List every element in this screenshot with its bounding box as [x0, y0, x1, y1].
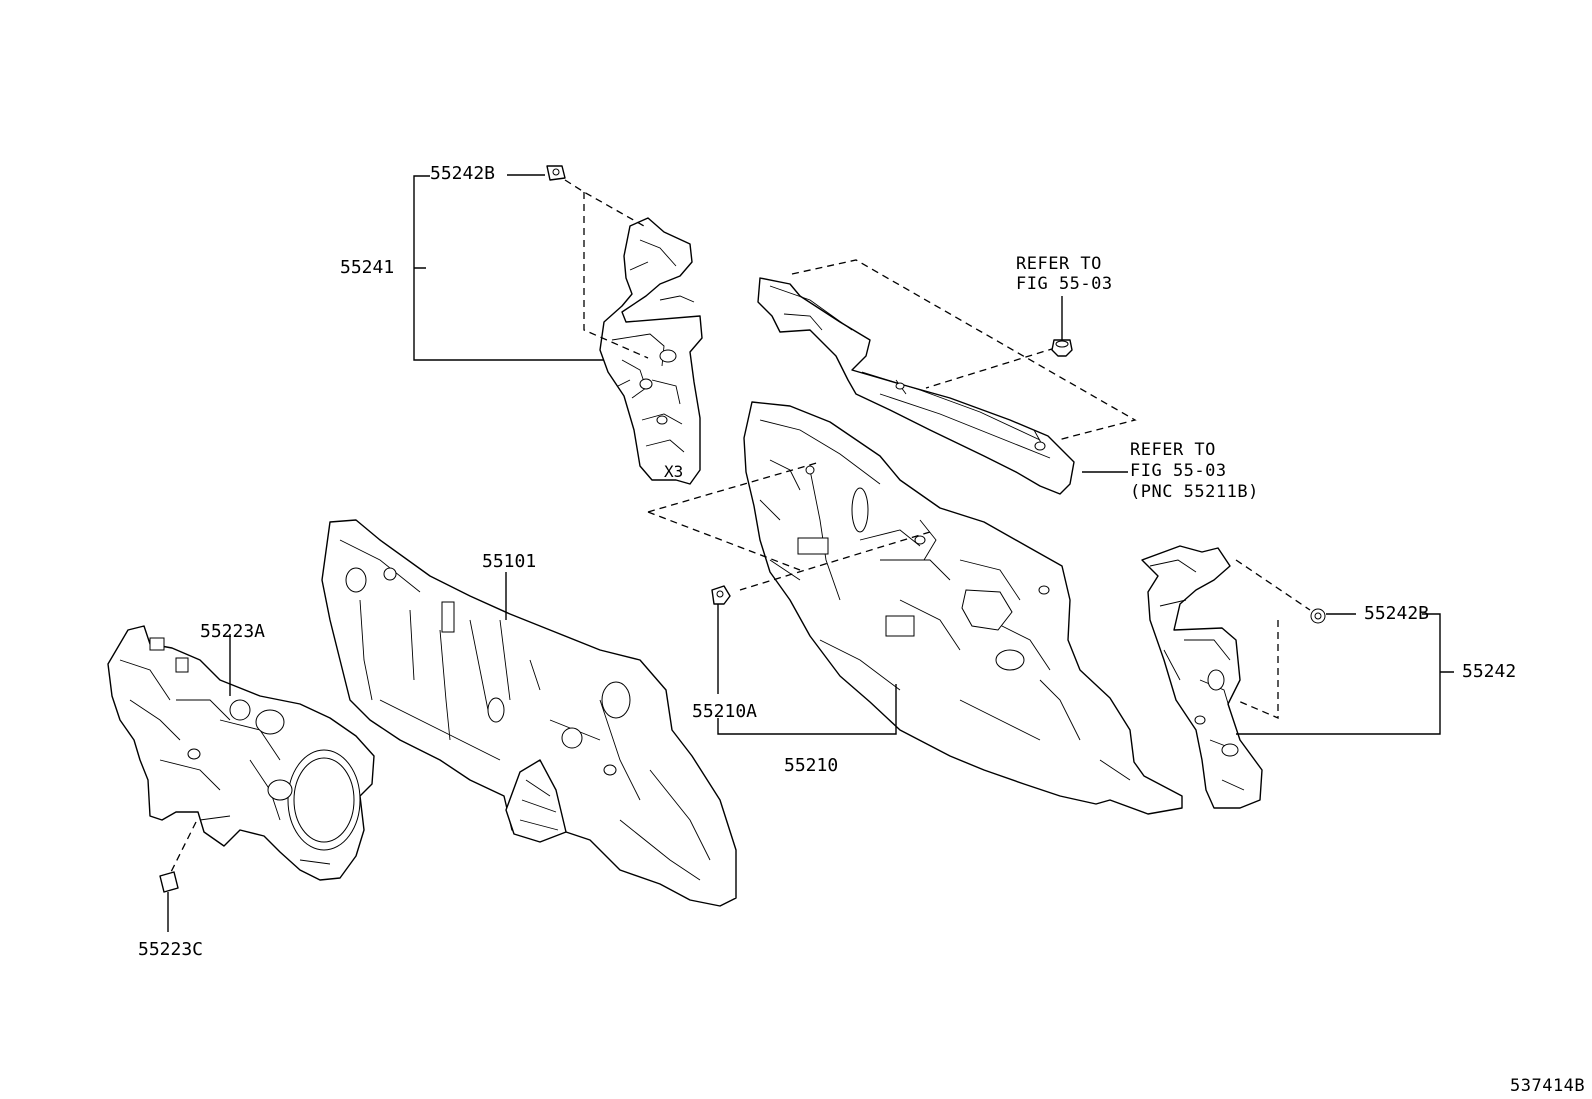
x3-mark: X3 [664, 462, 683, 481]
dash-55242B-right [1235, 559, 1311, 719]
cowl-panel-part [757, 277, 1075, 495]
part-55241-bracket [599, 217, 703, 485]
leader-55210 [717, 684, 897, 735]
refer-mid-line1: REFER TO [1130, 440, 1216, 460]
clip-55242B-right-icon [1310, 608, 1326, 624]
callout-55242: 55242 [1462, 661, 1517, 682]
part-55223A-silencer [107, 625, 375, 881]
refer-mid-line2: FIG 55-03 [1130, 461, 1227, 481]
callout-55242B-right: 55242B [1364, 603, 1430, 624]
refer-top-line1: REFER TO [1016, 254, 1102, 274]
callout-55210: 55210 [784, 755, 839, 776]
callout-55210A: 55210A [692, 701, 758, 722]
callout-55223A: 55223A [200, 621, 266, 642]
part-55242-bracket [1141, 545, 1263, 809]
part-55210-insulator [743, 401, 1183, 815]
dash-55210 [647, 461, 931, 591]
callout-55241: 55241 [340, 257, 395, 278]
part-55101-dash-panel [321, 519, 737, 907]
bolt-refer-icon [1051, 339, 1073, 357]
clip-55223C-icon [159, 871, 179, 893]
clip-55242B-top-icon [546, 165, 566, 181]
dash-cowl-panel [791, 259, 1137, 441]
callout-55242B-top: 55242B [430, 163, 496, 184]
refer-top-line2: FIG 55-03 [1016, 274, 1113, 294]
callout-55223C: 55223C [138, 939, 204, 960]
refer-mid-line3: (PNC 55211B) [1130, 482, 1259, 502]
clip-55210A-icon [711, 585, 731, 605]
dash-55223C [169, 821, 197, 875]
leader-55242 [1236, 613, 1454, 735]
callout-55101: 55101 [482, 551, 537, 572]
leader-55241 [413, 175, 604, 361]
dash-55242B-top [564, 179, 649, 359]
illustration-number: 537414B [1510, 1076, 1586, 1096]
